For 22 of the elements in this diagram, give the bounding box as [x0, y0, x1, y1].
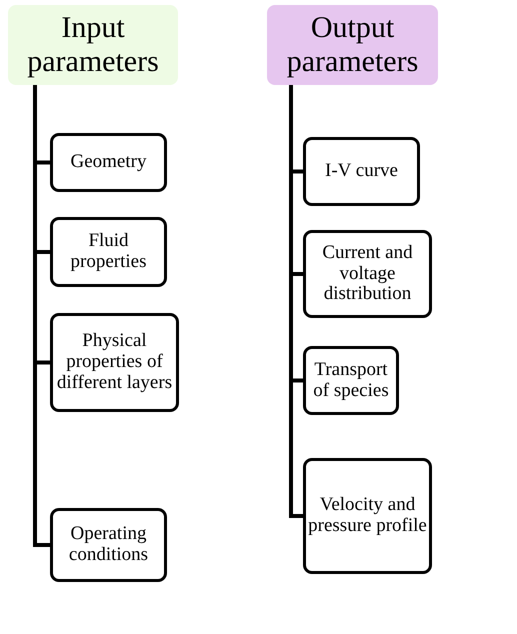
header-box [267, 5, 438, 85]
parameter-box [303, 230, 432, 318]
label-text: Physical properties of different layers [56, 331, 174, 394]
label-text: Velocity and pressure profile [308, 495, 427, 537]
label-text: Operating conditions [68, 524, 150, 566]
label-text: Transport of species [312, 360, 390, 402]
label-text: Fluid properties [70, 231, 148, 273]
label-text: Output parameters [286, 10, 420, 80]
label-text: I-V curve [325, 161, 398, 182]
parameter-box [50, 508, 167, 582]
connector-line [33, 85, 50, 547]
connector-line [289, 85, 303, 518]
label-text: Geometry [70, 152, 146, 173]
label-text: Input parameters [26, 10, 160, 80]
parameter-box [303, 346, 399, 415]
header-box [8, 5, 178, 85]
label-text: Current and voltage distribution [321, 242, 414, 306]
parameter-box [50, 133, 167, 192]
parameter-box [303, 458, 432, 574]
parameter-box [50, 217, 167, 287]
parameter-box [303, 137, 420, 206]
parameter-box [50, 313, 179, 412]
